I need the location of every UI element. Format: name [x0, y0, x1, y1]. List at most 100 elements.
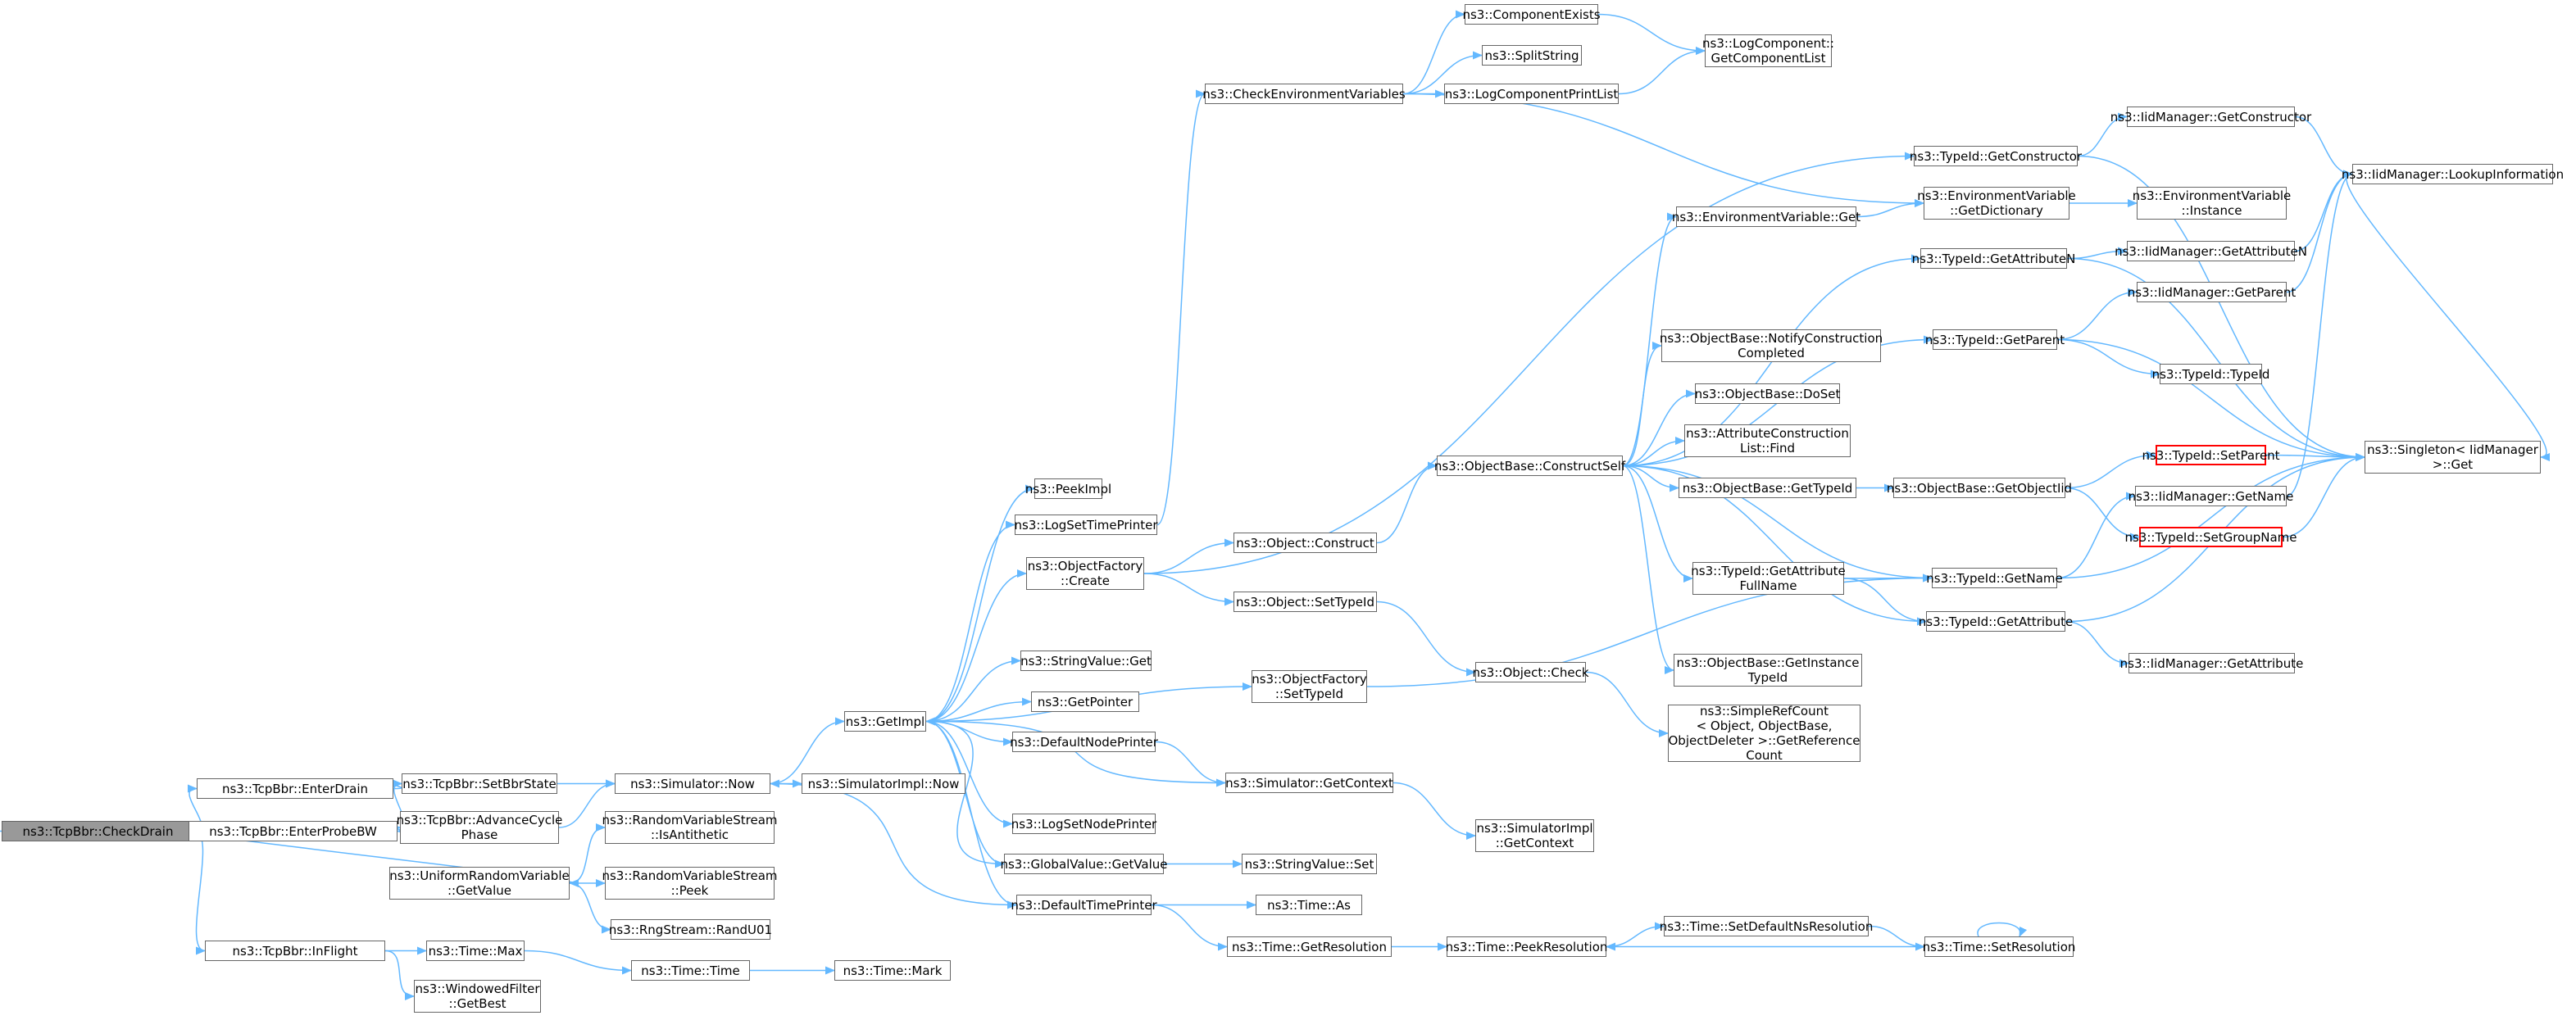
node-label-line: ns3::RandomVariableStream	[602, 868, 778, 883]
node-envvargetdictionary[interactable]: ns3::EnvironmentVariable::GetDictionary	[1917, 187, 2076, 220]
node-typeidsetgroupname[interactable]: ns3::TypeId::SetGroupName	[2124, 527, 2297, 547]
node-defaultnodeprinter[interactable]: ns3::DefaultNodePrinter	[1010, 732, 1158, 752]
edge-objsettypeid-to-objcheck	[1376, 601, 1476, 677]
node-timeas[interactable]: ns3::Time::As	[1256, 895, 1362, 915]
edge-typeidgetparent-to-singletonget	[2056, 338, 2365, 461]
node-logcomponentprintlist[interactable]: ns3::LogComponentPrintList	[1444, 84, 1619, 104]
node-typeidgetparent[interactable]: ns3::TypeId::GetParent	[1925, 329, 2065, 350]
edge-inflight-to-windowedfilter	[384, 950, 415, 1000]
node-label-line: ns3::TcpBbr::SetBbrState	[402, 776, 557, 791]
node-typeidgetattributen[interactable]: ns3::TypeId::GetAttributeN	[1912, 248, 2075, 269]
node-simnow[interactable]: ns3::Simulator::Now	[615, 773, 770, 794]
node-typeidgetconstructor[interactable]: ns3::TypeId::GetConstructor	[1910, 146, 2082, 166]
node-timetime[interactable]: ns3::Time::Time	[631, 960, 750, 981]
node-simplerefcount[interactable]: ns3::SimpleRefCount< Object, ObjectBase,…	[1668, 704, 1860, 763]
node-label-line: ns3::LogSetTimePrinter	[1014, 517, 1158, 533]
node-typeidtypeid[interactable]: ns3::TypeId::TypeId	[2152, 364, 2269, 384]
node-timemax[interactable]: ns3::Time::Max	[426, 941, 525, 961]
node-label-line: ns3::ObjectFactory	[1252, 672, 1367, 687]
node-logsetnodeprinter[interactable]: ns3::LogSetNodePrinter	[1011, 814, 1156, 834]
node-label-line: ns3::ObjectBase::GetTypeId	[1682, 480, 1853, 496]
node-label-line: ns3::TypeId::GetParent	[1924, 332, 2065, 347]
node-label-line: ns3::Time::Max	[428, 943, 523, 959]
edge-getobjectiid-to-typeidsetparent	[2065, 451, 2156, 489]
node-label-line: < Object, ObjectBase,	[1696, 719, 1833, 733]
node-envvarget[interactable]: ns3::EnvironmentVariable::Get	[1672, 206, 1860, 227]
node-label-line: ns3::Time::SetDefaultNsResolution	[1659, 918, 1874, 934]
node-singletonget[interactable]: ns3::Singleton< IidManager>::Get	[2365, 441, 2541, 474]
node-label-line: ns3::LogComponent::	[1702, 36, 1834, 51]
edge-getimpl-to-defaulttimeprinter	[925, 720, 1017, 909]
node-label-line: ns3::Simulator::Now	[630, 776, 755, 791]
node-timegetresolution[interactable]: ns3::Time::GetResolution	[1227, 936, 1392, 957]
node-iidlookupinformation[interactable]: ns3::IidManager::LookupInformation	[2342, 164, 2564, 184]
node-label-line: ns3::UniformRandomVariable	[389, 868, 570, 883]
node-label-line: ns3::IidManager::GetName	[2128, 488, 2294, 504]
node-simimplgetcontext[interactable]: ns3::SimulatorImpl::GetContext	[1475, 819, 1594, 852]
node-getcomponentlist[interactable]: ns3::LogComponent::GetComponentList	[1702, 34, 1834, 67]
node-iidgetparent[interactable]: ns3::IidManager::GetParent	[2128, 282, 2296, 302]
node-label-line: ns3::ObjectFactory	[1027, 559, 1143, 573]
node-componentexists[interactable]: ns3::ComponentExists	[1462, 4, 1601, 25]
node-checkenv[interactable]: ns3::CheckEnvironmentVariables	[1202, 84, 1406, 104]
node-objconstruct[interactable]: ns3::Object::Construct	[1233, 533, 1377, 553]
node-iidgetconstructor[interactable]: ns3::IidManager::GetConstructor	[2110, 107, 2311, 127]
node-getpointer[interactable]: ns3::GetPointer	[1031, 691, 1139, 712]
node-peekimpl[interactable]: ns3::PeekImpl	[1025, 478, 1111, 499]
node-enterdrain[interactable]: ns3::TcpBbr::EnterDrain	[197, 778, 393, 799]
node-objbasegettypeid[interactable]: ns3::ObjectBase::GetTypeId	[1679, 478, 1856, 498]
node-getimpl[interactable]: ns3::GetImpl	[844, 711, 926, 732]
node-label-line: ns3::TypeId::GetAttribute	[1918, 614, 2074, 629]
node-label-line: ns3::SplitString	[1484, 48, 1579, 63]
edge-setresolution-to-setresolution	[1977, 922, 2028, 937]
node-stringvalueget[interactable]: ns3::StringValue::Get	[1020, 651, 1152, 671]
node-constructself[interactable]: ns3::ObjectBase::ConstructSelf	[1434, 456, 1625, 476]
node-setbbrstate[interactable]: ns3::TcpBbr::SetBbrState	[402, 773, 557, 794]
node-rvspeek[interactable]: ns3::RandomVariableStream::Peek	[602, 867, 778, 900]
node-randu01[interactable]: ns3::RngStream::RandU01	[609, 919, 772, 940]
node-simgetcontext[interactable]: ns3::Simulator::GetContext	[1225, 773, 1393, 793]
node-setdefaultnsresolution[interactable]: ns3::Time::SetDefaultNsResolution	[1660, 916, 1873, 936]
node-label-line: ::IsAntithetic	[650, 827, 729, 842]
node-objcheck[interactable]: ns3::Object::Check	[1472, 662, 1589, 682]
node-isantithetic[interactable]: ns3::RandomVariableStream::IsAntithetic	[602, 811, 778, 844]
node-iidgetattribute[interactable]: ns3::IidManager::GetAttribute	[2120, 653, 2303, 673]
node-simimplnow[interactable]: ns3::SimulatorImpl::Now	[802, 773, 965, 794]
edge-getimpl-to-getpointer	[925, 697, 1032, 723]
node-doset[interactable]: ns3::ObjectBase::DoSet	[1695, 383, 1840, 404]
node-inflight[interactable]: ns3::TcpBbr::InFlight	[205, 941, 385, 961]
node-typeidgetattribute[interactable]: ns3::TypeId::GetAttribute	[1919, 611, 2073, 632]
node-objfactorycreate[interactable]: ns3::ObjectFactory::Create	[1026, 557, 1144, 590]
node-logsettimeprinter[interactable]: ns3::LogSetTimePrinter	[1014, 515, 1158, 535]
node-objfactorysettypeid[interactable]: ns3::ObjectFactory::SetTypeId	[1252, 670, 1367, 703]
node-label-line: ns3::SimulatorImpl::Now	[807, 776, 960, 791]
node-label-line: Completed	[1738, 346, 1805, 360]
edge-getobjectiid-to-typeidsetgroupname	[2065, 487, 2140, 542]
node-peekresolution[interactable]: ns3::Time::PeekResolution	[1446, 936, 1607, 957]
node-label-line: ::Peek	[670, 883, 709, 898]
node-windowedfilter[interactable]: ns3::WindowedFilter::GetBest	[414, 980, 541, 1013]
node-iidgetattributen[interactable]: ns3::IidManager::GetAttributeN	[2115, 241, 2307, 261]
edge-objcheck-to-simplerefcount	[1585, 671, 1669, 737]
node-defaulttimeprinter[interactable]: ns3::DefaultTimePrinter	[1011, 895, 1157, 915]
node-timemark[interactable]: ns3::Time::Mark	[834, 960, 951, 981]
node-label-line: ns3::Singleton< IidManager	[2367, 442, 2538, 457]
node-iidgetname[interactable]: ns3::IidManager::GetName	[2128, 486, 2293, 506]
node-typeidgetname[interactable]: ns3::TypeId::GetName	[1926, 568, 2063, 588]
node-globalvaluegetvalue[interactable]: ns3::GlobalValue::GetValue	[1000, 854, 1168, 874]
node-objsettypeid[interactable]: ns3::Object::SetTypeId	[1233, 592, 1377, 612]
node-urvgetvalue[interactable]: ns3::UniformRandomVariable::GetValue	[389, 867, 570, 900]
node-label-line: ns3::TcpBbr::CheckDrain	[22, 823, 174, 839]
node-getobjectiid[interactable]: ns3::ObjectBase::GetObjectIid	[1887, 478, 2072, 498]
node-envvarinstance[interactable]: ns3::EnvironmentVariable::Instance	[2133, 187, 2291, 220]
node-enterprobebw[interactable]: ns3::TcpBbr::EnterProbeBW	[189, 821, 398, 841]
node-stringvalueset[interactable]: ns3::StringValue::Set	[1242, 854, 1377, 874]
node-setresolution[interactable]: ns3::Time::SetResolution	[1923, 936, 2075, 957]
node-splitstring[interactable]: ns3::SplitString	[1482, 45, 1582, 66]
node-typeidsetparent[interactable]: ns3::TypeId::SetParent	[2142, 445, 2280, 465]
